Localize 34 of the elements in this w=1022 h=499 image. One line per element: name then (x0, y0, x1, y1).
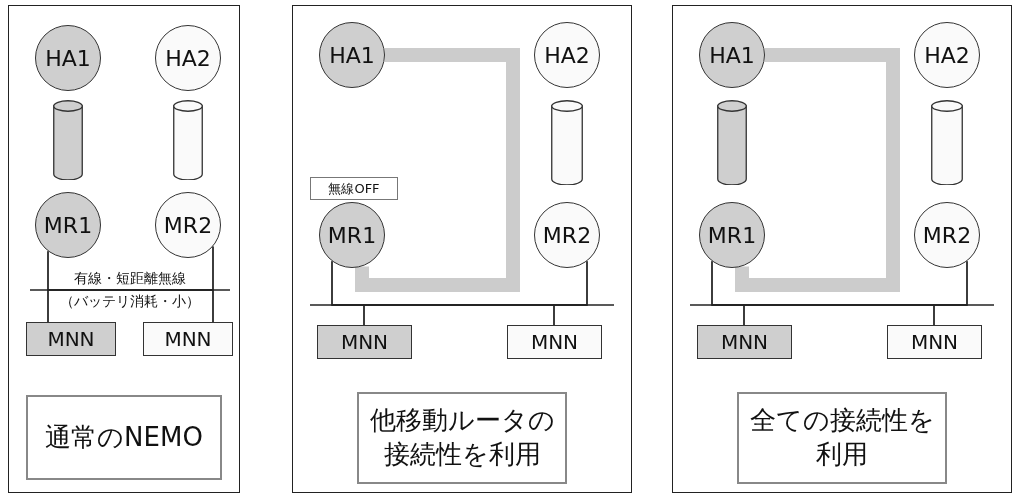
tunnel-cylinder (717, 100, 747, 185)
node-circle: HA2 (534, 22, 600, 88)
connector-line (933, 260, 968, 326)
caption-box: 全ての接続性を利用 (737, 392, 947, 484)
node-circle: HA2 (155, 25, 221, 91)
node-box: MNN (143, 322, 233, 356)
node-circle: MR1 (319, 202, 385, 268)
tunnel-cylinder (53, 100, 83, 180)
node-circle: MR2 (914, 202, 980, 268)
node-circle: HA1 (319, 22, 385, 88)
caption-box: 他移動ルータの接続性を利用 (357, 392, 567, 484)
tunnel-cylinder (173, 100, 203, 180)
node-circle: HA1 (35, 25, 101, 91)
node-box: MNN (697, 325, 792, 359)
tunnel-cylinder (551, 100, 583, 185)
connector-line (212, 245, 214, 323)
tunnel-pipe (735, 48, 900, 292)
node-box: MNN (317, 325, 412, 359)
link-label: （バッテリ消耗・小） (60, 293, 200, 311)
node-circle: MR2 (155, 192, 221, 258)
caption-box: 通常のNEMO (26, 395, 222, 480)
tunnel-cylinder (931, 100, 963, 185)
status-tag: 無線OFF (310, 177, 398, 200)
node-circle: MR1 (35, 192, 101, 258)
node-circle: HA1 (699, 22, 765, 88)
node-circle: MR1 (699, 202, 765, 268)
node-box: MNN (26, 322, 116, 356)
node-circle: HA2 (914, 22, 980, 88)
tunnel-pipe (355, 48, 520, 292)
node-circle: MR2 (534, 202, 600, 268)
node-box: MNN (887, 325, 982, 359)
connector-line (553, 260, 588, 326)
node-box: MNN (507, 325, 602, 359)
link-label: 有線・短距離無線 (74, 270, 186, 288)
